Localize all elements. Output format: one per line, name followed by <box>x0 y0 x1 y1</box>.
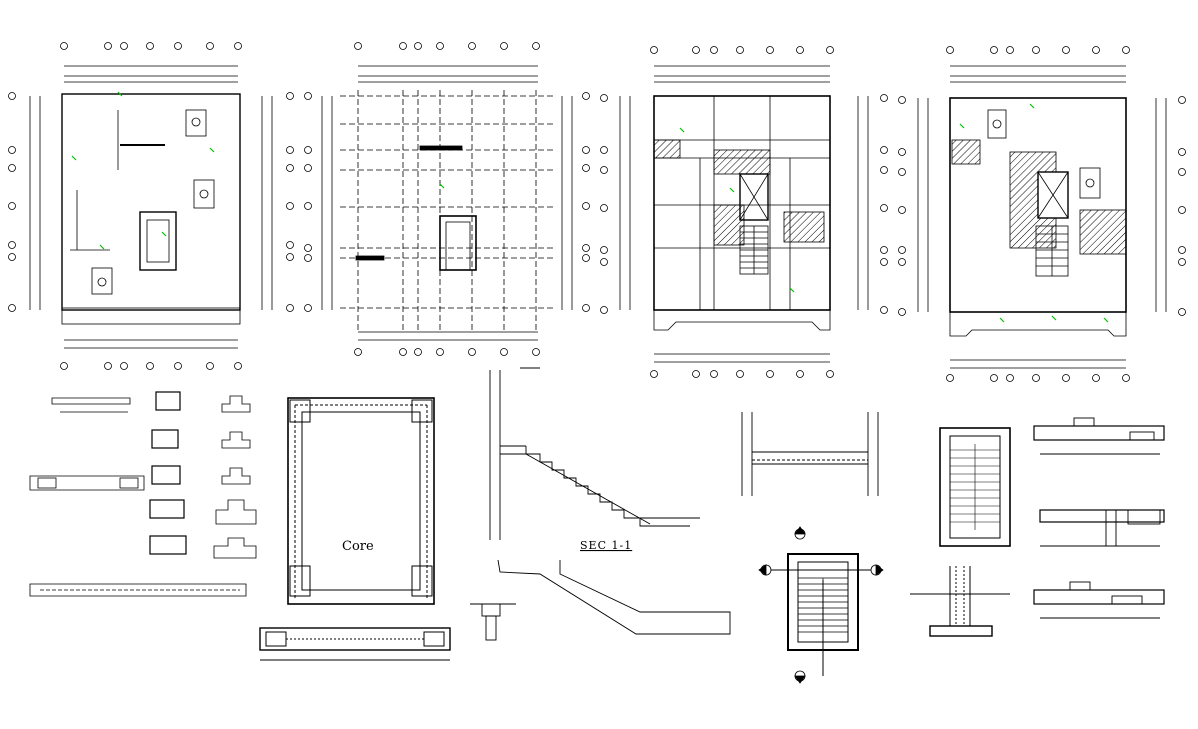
beam-column-junction-detail <box>741 412 879 496</box>
column <box>355 255 385 261</box>
core-beam <box>259 627 451 651</box>
wall-footing-detail <box>910 566 1010 637</box>
grid-bubbles <box>8 42 1186 382</box>
column-section <box>149 499 185 519</box>
grid-axis-top <box>64 65 238 83</box>
footing <box>91 267 113 295</box>
hatched-slab <box>951 139 981 165</box>
roof-slab-plan <box>917 65 1167 369</box>
stair-core-plan-detail <box>760 553 880 676</box>
inclined-slab <box>497 559 731 635</box>
plan-outline <box>949 97 1127 313</box>
footing <box>185 109 207 137</box>
footing <box>193 179 215 209</box>
footing-profile <box>221 467 251 485</box>
section-label: SEC 1-1 <box>580 539 632 552</box>
lift-core <box>739 173 769 221</box>
column-section <box>151 429 179 449</box>
plan-outline <box>61 93 241 311</box>
hatched-slab <box>783 211 825 243</box>
hatched-slab <box>713 149 771 175</box>
column <box>419 145 463 151</box>
plan-base-strip <box>61 307 241 325</box>
footing-profile <box>213 537 257 559</box>
core-outer-wall <box>287 397 435 605</box>
small-beam-detail <box>470 603 516 641</box>
core-label: Core <box>342 539 374 554</box>
grid-lines-dashed <box>340 90 555 330</box>
core-wall-detail <box>259 397 451 661</box>
column-layout-plan <box>321 65 573 341</box>
footing-profile <box>221 395 251 413</box>
beam-and-footing-details <box>29 391 257 597</box>
stair-core-wall-detail <box>939 427 1011 547</box>
section-markers <box>758 526 884 684</box>
footing-profile <box>221 431 251 449</box>
column-section <box>155 391 181 411</box>
stair-section-1-1 <box>489 367 731 635</box>
column-section <box>151 465 181 485</box>
dimension-ticks <box>71 91 1109 323</box>
hatched-slab <box>1079 209 1127 255</box>
footing-profile <box>215 499 257 525</box>
floor-framing-plan <box>619 65 869 363</box>
core-inner-wall <box>301 411 421 591</box>
stair-steps <box>525 446 690 527</box>
core-outline <box>439 215 477 271</box>
column-section <box>149 535 187 555</box>
hatched-slab <box>653 139 681 159</box>
core-inner <box>146 219 170 263</box>
foundation-plan <box>29 65 273 349</box>
core-outline <box>139 211 177 271</box>
beam-section-details <box>1033 417 1165 619</box>
hatched-slab <box>713 204 745 246</box>
plan-outline <box>653 95 831 311</box>
